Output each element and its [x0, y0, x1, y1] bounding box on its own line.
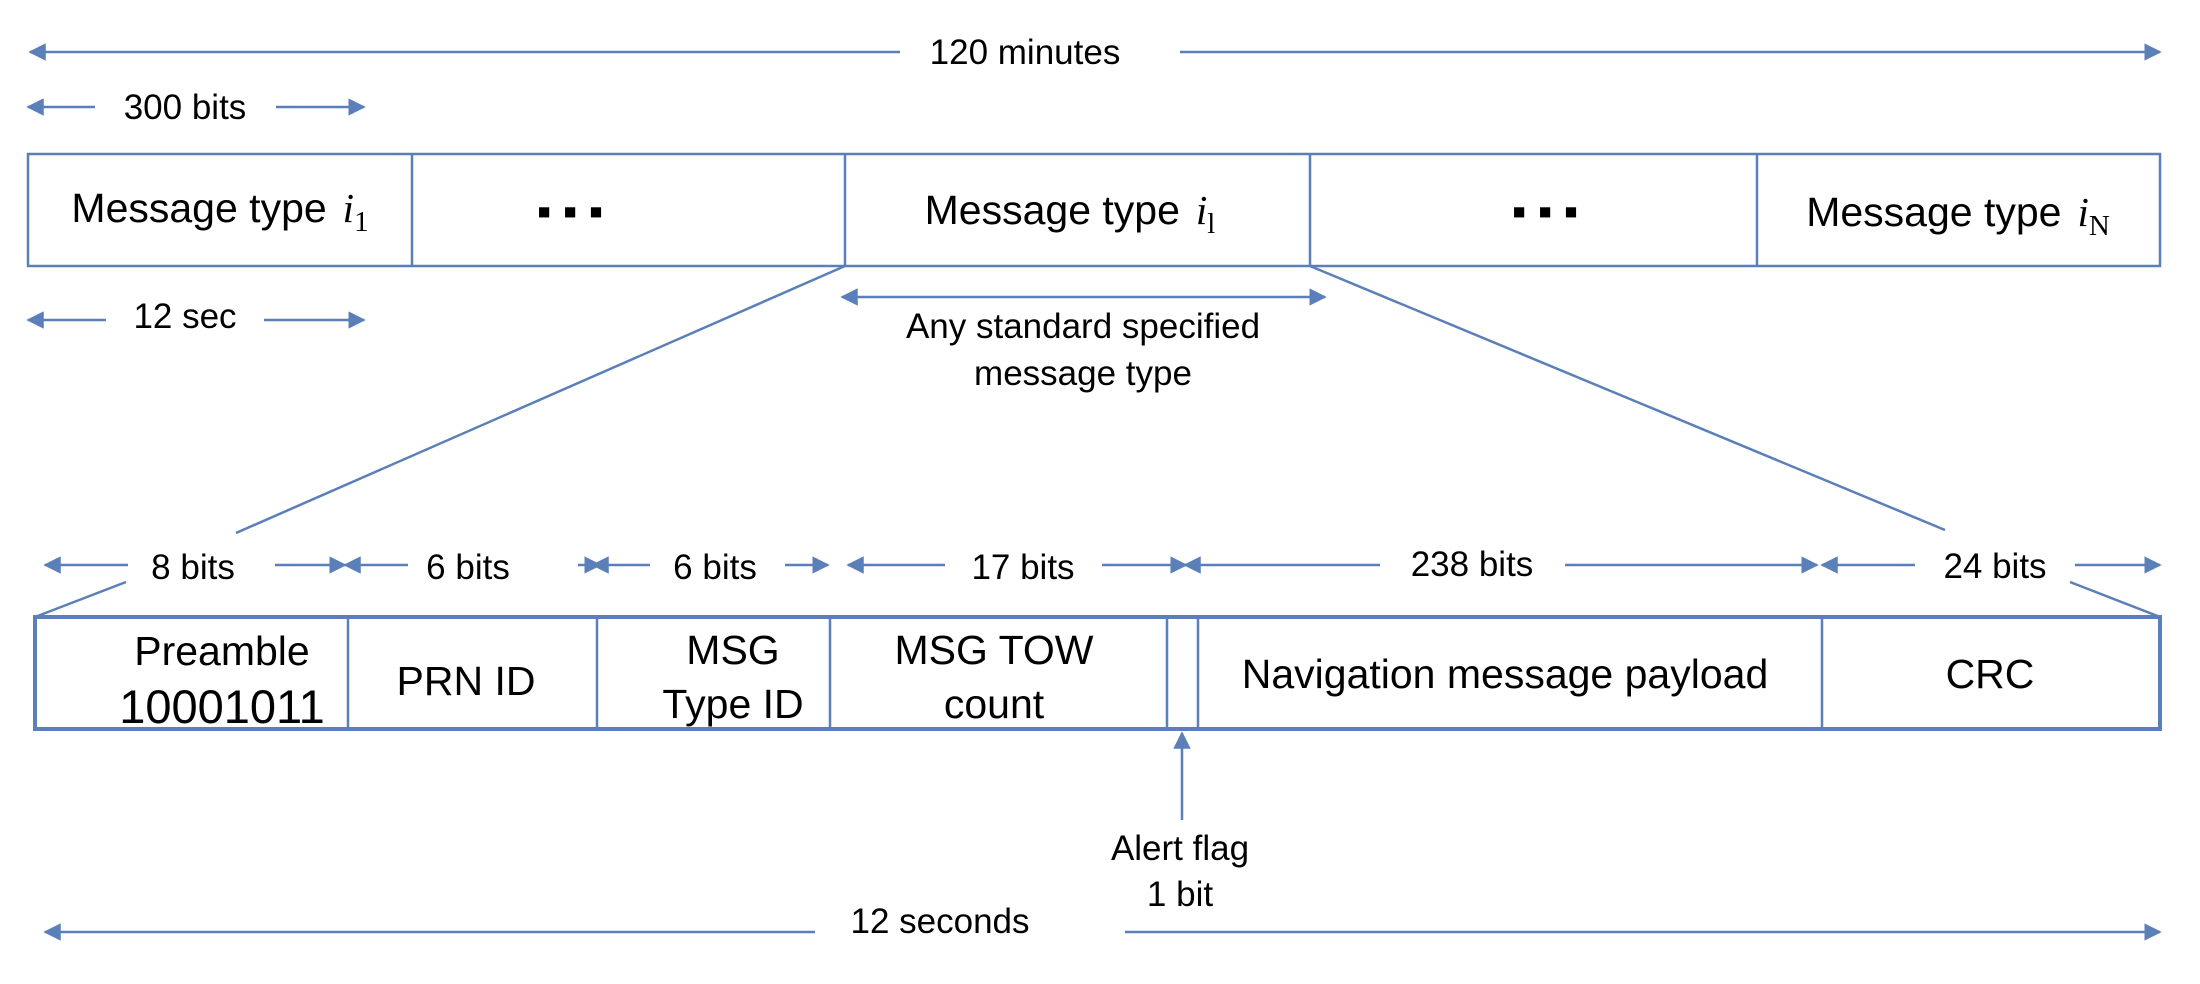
ellipsis-2: ▪ ▪ ▪ — [1512, 188, 1578, 234]
preamble-label: Preamble — [134, 628, 309, 674]
middle-message-label: Message type — [925, 187, 1180, 233]
alert-flag-label: Alert flag — [1111, 829, 1249, 868]
zoom-line-right-lower — [2069, 580, 2161, 619]
first-message-label: Message type — [71, 185, 326, 231]
msg-tow-line-1: MSG TOW — [895, 627, 1094, 673]
prn-bits-label: 6 bits — [426, 548, 510, 587]
zoom-line-right — [1309, 264, 1946, 532]
middle-message-sub: l — [1207, 208, 1215, 240]
last-message-cell: Message type iN — [1806, 189, 2110, 242]
total-duration-label: 120 minutes — [930, 33, 1121, 72]
msg-type-id-line-2: Type ID — [662, 681, 803, 727]
preamble-value: 10001011 — [119, 680, 325, 733]
last-message-sub: N — [2089, 210, 2110, 242]
top-message-row — [26, 152, 2162, 268]
middle-message-cell: Message type il — [925, 187, 1216, 240]
middle-message-var: i — [1196, 187, 1207, 233]
middle-note-line-1: Any standard specified — [906, 307, 1260, 346]
preamble-bits-label: 8 bits — [151, 548, 235, 587]
message-time-label: 12 sec — [133, 297, 236, 336]
zoom-line-left — [235, 264, 846, 535]
last-message-label: Message type — [1806, 189, 2061, 235]
last-message-var: i — [2077, 189, 2088, 235]
msg-type-id-line-1: MSG — [686, 627, 779, 673]
message-bits-label: 300 bits — [124, 88, 247, 127]
payload-label: Navigation message payload — [1242, 651, 1769, 697]
crc-bits-label: 24 bits — [1943, 547, 2046, 586]
tow-bits-label: 17 bits — [971, 548, 1074, 587]
frame-duration-label: 12 seconds — [850, 902, 1029, 941]
prn-id-label: PRN ID — [397, 658, 536, 704]
msg-type-bits-label: 6 bits — [673, 548, 757, 587]
first-message-var: i — [343, 185, 354, 231]
payload-bits-label: 238 bits — [1411, 545, 1534, 584]
alert-flag-bits: 1 bit — [1147, 875, 1213, 914]
navigation-frame-row — [33, 615, 2162, 731]
zoom-line-left-lower — [34, 580, 127, 619]
crc-label: CRC — [1946, 651, 2035, 697]
first-message-sub: 1 — [354, 206, 369, 238]
msg-tow-line-2: count — [944, 681, 1045, 727]
ellipsis-1: ▪ ▪ ▪ — [537, 188, 603, 234]
first-message-cell: Message type i1 — [71, 185, 368, 238]
middle-note-line-2: message type — [974, 354, 1192, 393]
